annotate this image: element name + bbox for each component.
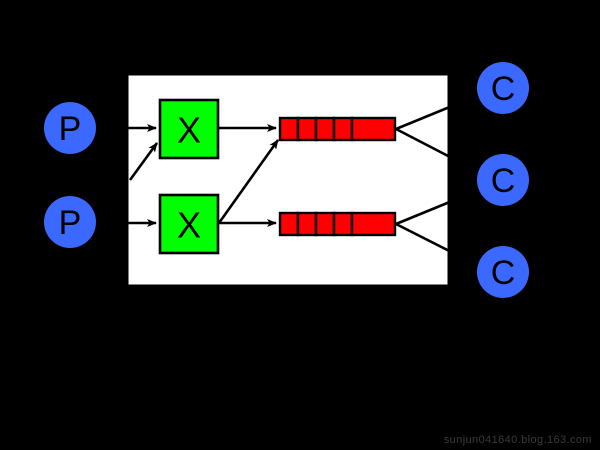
- consumer-2: C: [477, 154, 529, 206]
- line-buffer1-to-consumer1: [395, 93, 480, 131]
- consumer-3-shape: [477, 246, 529, 298]
- queue-buffer-1-cell-3: [314, 116, 336, 142]
- queue-buffer-1-cell-4: [332, 116, 354, 142]
- producer-2-label: P: [59, 204, 82, 242]
- consumer-1: C: [477, 62, 529, 114]
- queue-buffer-2-cell-1: [278, 211, 300, 237]
- queue-buffer-2-cell-2: [296, 211, 318, 237]
- consumer-2-shape: [477, 154, 529, 206]
- queue-buffer-1-cell-1: [278, 116, 300, 142]
- line-buffer2-to-consumer2: [395, 188, 480, 226]
- producer-1-shape: [44, 102, 96, 154]
- arrow-panel-edge-to-worker1: [128, 142, 159, 181]
- worker-box-2: X: [158, 193, 220, 255]
- producer-1-label: P: [59, 110, 82, 148]
- worker-box-2-label: X: [177, 205, 201, 246]
- consumer-layer: C C C: [477, 62, 529, 298]
- worker-box-1: X: [158, 98, 220, 160]
- queue-buffer-2-cell-4: [332, 211, 354, 237]
- producer-1: P: [44, 102, 96, 154]
- producer-2: P: [44, 196, 96, 248]
- queue-buffer-1-cell-free: [350, 116, 397, 142]
- producer-layer: PP: [44, 102, 96, 248]
- arrow-worker2-to-buffer1: [217, 139, 280, 224]
- consumer-1-label: C: [491, 70, 516, 108]
- worker-layer: XX: [158, 98, 220, 255]
- worker-box-1-shape: [158, 98, 220, 160]
- worker-box-2-shape: [158, 193, 220, 255]
- consumer-3: C: [477, 246, 529, 298]
- consumer-3-label: C: [491, 254, 516, 292]
- buffer-layer: [278, 116, 397, 237]
- worker-box-1-label: X: [177, 110, 201, 151]
- queue-buffer-2: [278, 211, 397, 237]
- consumer-1-shape: [477, 62, 529, 114]
- watermark: sunjun041640.blog.163.com: [443, 434, 592, 446]
- consumer-2-label: C: [491, 162, 516, 200]
- line-buffer2-to-consumer3: [395, 222, 480, 268]
- producer-2-shape: [44, 196, 96, 248]
- queue-buffer-2-cell-free: [350, 211, 397, 237]
- line-buffer1-to-consumer2: [395, 127, 480, 174]
- queue-buffer-1-cell-2: [296, 116, 318, 142]
- connector-layer: [128, 93, 480, 268]
- queue-buffer-2-cell-3: [314, 211, 336, 237]
- queue-buffer-1: [278, 116, 397, 142]
